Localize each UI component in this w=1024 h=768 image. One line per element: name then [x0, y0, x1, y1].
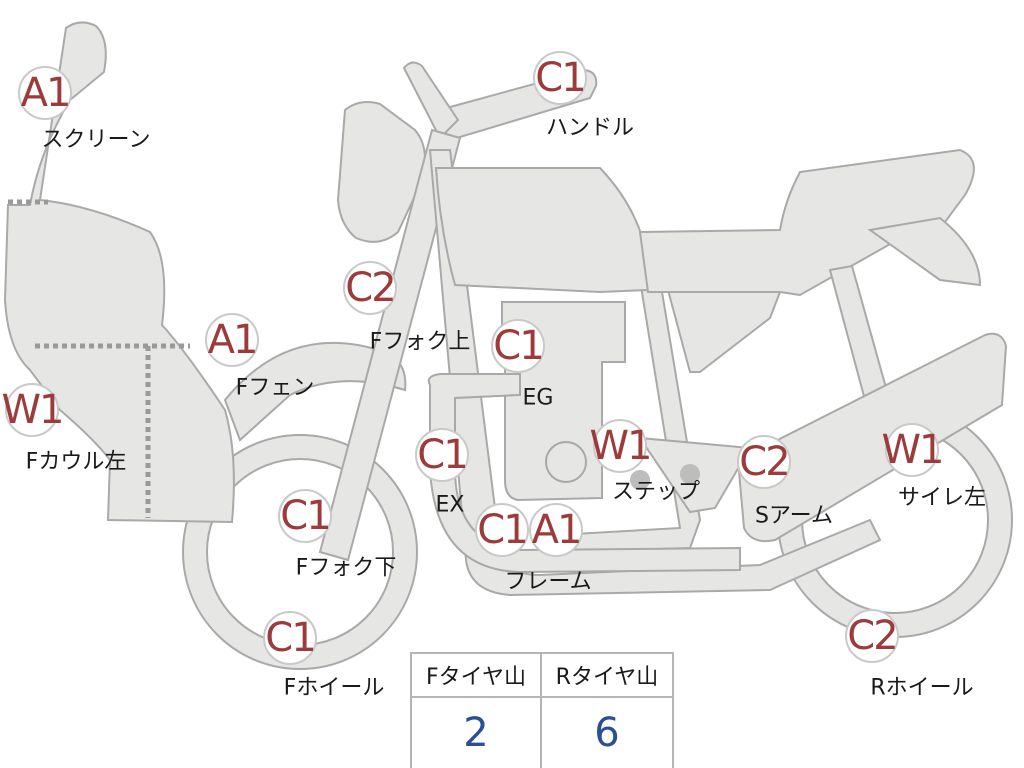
badge-f-fender-code: A1: [208, 317, 257, 363]
label-engine: EG: [523, 386, 554, 411]
fuel-tank-shape: [434, 167, 649, 294]
badge-frame-code-2: A1: [532, 507, 581, 553]
badge-handle-code: C1: [535, 55, 584, 101]
badge-f-fork-upper-code: C2: [345, 265, 394, 311]
damage-markers: A1 スクリーン C1 ハンドル C2 Fフォク上 A1 Fフェン W1 Fカウ…: [2, 51, 986, 701]
front-tread-header: Fタイヤ山: [412, 654, 542, 698]
label-step: ステップ: [612, 480, 700, 505]
label-f-fork-upper: Fフォク上: [370, 330, 471, 355]
headlight-shape: [336, 101, 426, 243]
badge-r-wheel[interactable]: C2: [845, 609, 899, 663]
label-f-fork-lower: Fフォク下: [296, 556, 397, 581]
badge-f-fork-lower-code: C1: [280, 493, 329, 539]
badge-frame-1[interactable]: C1: [475, 503, 529, 557]
rear-tread-header: Rタイヤ山: [542, 654, 672, 698]
badge-side-left-code: W1: [882, 427, 943, 473]
badge-f-cowl-left-code: W1: [2, 387, 63, 433]
badge-s-arm[interactable]: C2: [737, 435, 791, 489]
badge-exhaust[interactable]: C1: [415, 428, 469, 482]
label-s-arm: Sアーム: [755, 504, 833, 529]
badge-engine-code: C1: [493, 323, 542, 369]
badge-r-wheel-code: C2: [847, 613, 896, 659]
badge-step[interactable]: W1: [590, 419, 653, 473]
label-side-left: サイレ左: [898, 486, 986, 511]
front-fork-shape: [318, 128, 462, 562]
swing-arm-shape: [736, 332, 1008, 543]
badge-frame-2[interactable]: A1: [529, 503, 583, 557]
badge-screen-code: A1: [21, 70, 70, 116]
badge-exhaust-code: C1: [417, 432, 466, 478]
badge-f-fork-upper[interactable]: C2: [343, 261, 397, 315]
badge-engine[interactable]: C1: [491, 319, 545, 373]
label-exhaust: EX: [436, 493, 465, 518]
badge-f-cowl-left[interactable]: W1: [2, 383, 65, 437]
badge-step-code: W1: [590, 423, 651, 469]
front-tread-value[interactable]: 2: [412, 698, 542, 768]
badge-frame-code-1: C1: [477, 507, 526, 553]
badge-f-fork-lower[interactable]: C1: [278, 489, 332, 543]
badge-side-left[interactable]: W1: [882, 423, 945, 477]
badge-screen[interactable]: A1: [18, 66, 72, 120]
rear-tread-value[interactable]: 6: [594, 710, 620, 756]
badge-f-wheel-code: C1: [265, 615, 314, 661]
label-handle: ハンドル: [546, 116, 634, 141]
label-f-fender: Fフェン: [236, 376, 315, 401]
label-frame: フレーム: [504, 570, 591, 595]
badge-s-arm-code: C2: [739, 439, 788, 485]
label-f-cowl-left: Fカウル左: [26, 450, 127, 475]
badge-f-wheel[interactable]: C1: [263, 611, 317, 665]
label-f-wheel: Fホイール: [284, 676, 385, 701]
tire-tread-table: Fタイヤ山 Rタイヤ山 2 6: [410, 652, 674, 768]
label-screen: スクリーン: [42, 128, 151, 153]
badge-handle[interactable]: C1: [533, 51, 587, 105]
label-r-wheel: Rホイール: [870, 676, 973, 701]
badge-f-fender[interactable]: A1: [205, 313, 259, 367]
